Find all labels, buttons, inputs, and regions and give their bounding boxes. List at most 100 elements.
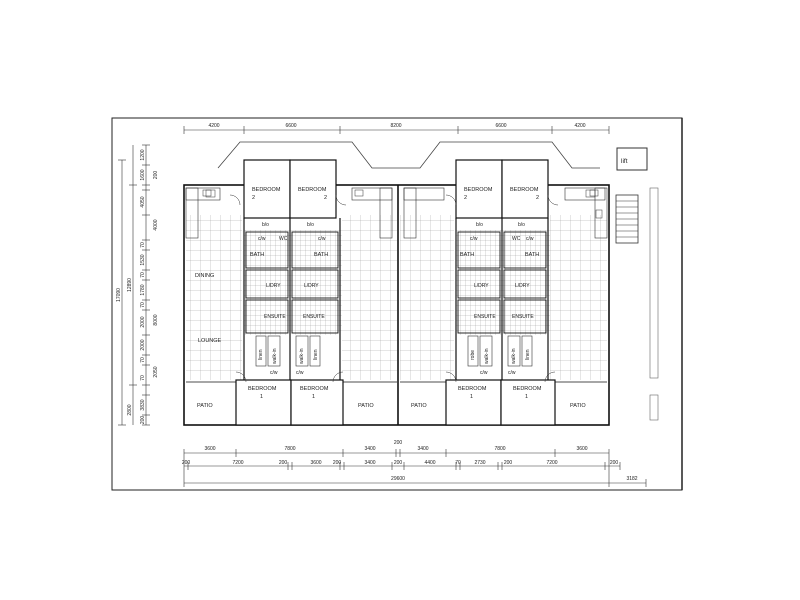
ensuite-d-label: ENSUITE [512, 314, 534, 320]
ensuite-b-label: ENSUITE [303, 314, 325, 320]
left-dim-2: 1600 [140, 169, 146, 180]
walkin-a: walk-in [272, 348, 278, 364]
lift-label: lift [621, 158, 628, 165]
bottom-r1-3: 3400 [364, 446, 375, 452]
bedroom2-b-num: 2 [324, 195, 327, 201]
bottom-r1-4: 3400 [417, 446, 428, 452]
top-dim-4: 6600 [495, 123, 506, 129]
bo-b: b/o [307, 222, 314, 228]
left-dim-13: 2000 [140, 339, 146, 350]
left-dimension-chain: 1200 1600 200 4050 4000 70 1530 70 1780 … [116, 144, 159, 426]
left-dim-7: 1530 [140, 254, 146, 265]
bottom-side: 3182 [626, 476, 637, 482]
bottom-r2-7: 200 [394, 460, 403, 466]
bottom-r1-1: 3600 [204, 446, 215, 452]
left-dim-18: 2800 [127, 404, 133, 415]
left-dim-10: 70 [140, 302, 146, 308]
patio-b-label: PATIO [358, 403, 374, 409]
left-dim-11: 2000 [140, 316, 146, 327]
ldry-c-label: L/DRY [474, 283, 489, 289]
patio-c-label: PATIO [411, 403, 427, 409]
left-dim-6: 70 [140, 242, 146, 248]
ensuite-c-label: ENSUITE [474, 314, 496, 320]
top-dim-3: 8200 [390, 123, 401, 129]
bo-c: b/o [476, 222, 483, 228]
wc-b: WC [512, 236, 521, 242]
cw-f: c/w [526, 236, 534, 242]
bo-a: b/o [262, 222, 269, 228]
bedroom2-d-num: 2 [536, 195, 539, 201]
bottom-r2-3: 200 [279, 460, 288, 466]
bath-d-label: BATH [525, 252, 539, 258]
bottom-dimension-chain: 3600 7800 3400 3400 7800 3600 200 200 72… [182, 440, 647, 487]
building-outline [183, 184, 610, 426]
top-dim-5: 4200 [574, 123, 585, 129]
ldry-b-label: L/DRY [304, 283, 319, 289]
bo-d: b/o [518, 222, 525, 228]
left-total-outer: 17090 [116, 288, 122, 302]
cw-g: c/w [480, 370, 488, 376]
bottom-r2-2: 7200 [232, 460, 243, 466]
bedroom2-d-label: BEDROOM [510, 187, 539, 193]
dining-a-label: DINING [195, 273, 214, 279]
left-dim-4: 4050 [140, 196, 146, 207]
bottom-r1-6: 3600 [576, 446, 587, 452]
left-dim-1: 1200 [140, 149, 146, 160]
cw-d: c/w [296, 370, 304, 376]
ldry-a-label: L/DRY [266, 283, 281, 289]
bedroom2-c-label: BEDROOM [464, 187, 493, 193]
left-dim-19: 200 [140, 416, 146, 425]
cw-a: c/w [258, 236, 266, 242]
bedroom1-a-num: 1 [260, 394, 263, 400]
top-dim-1: 4200 [208, 123, 219, 129]
bath-c-label: BATH [460, 252, 474, 258]
bottom-r2-13: 200 [610, 460, 619, 466]
left-dim-17: 3830 [140, 399, 146, 410]
bottom-r2-11: 200 [504, 460, 513, 466]
bedroom1-d-label: BEDROOM [513, 386, 542, 392]
bedroom1-d-num: 1 [525, 394, 528, 400]
left-dim-14: 70 [140, 357, 146, 363]
patio-d-label: PATIO [570, 403, 586, 409]
bath-a-label: BATH [250, 252, 264, 258]
bottom-r2-10: 2730 [474, 460, 485, 466]
left-dim-5: 4000 [153, 219, 159, 230]
bedroom2-c-num: 2 [464, 195, 467, 201]
bottom-r2-8: 4400 [424, 460, 435, 466]
linen-b: linen [313, 349, 319, 360]
apartment-block-left: BEDROOM 2 BEDROOM 2 b/o b/o c/w c/w WC B… [185, 159, 397, 426]
ldry-d-label: L/DRY [515, 283, 530, 289]
bedroom1-a-label: BEDROOM [248, 386, 277, 392]
left-total-inner: 12890 [127, 278, 133, 292]
cw-b: c/w [318, 236, 326, 242]
bottom-r2-4: 3600 [310, 460, 321, 466]
wc-a: WC [279, 236, 288, 242]
walkin-c: walk-in [484, 348, 490, 364]
bedroom1-c-num: 1 [470, 394, 473, 400]
bottom-r2-1: 200 [182, 460, 191, 466]
top-dimension-chain: 4200 6600 8200 6600 4200 [183, 123, 610, 134]
fridge-markers [205, 189, 596, 198]
bedroom1-b-label: BEDROOM [300, 386, 329, 392]
left-dim-9: 1780 [140, 284, 146, 295]
bottom-r2-9: 70 [455, 460, 461, 466]
left-dim-16: 70 [140, 375, 146, 381]
bedroom2-a-label: BEDROOM [252, 187, 281, 193]
bottom-r1-2: 7800 [284, 446, 295, 452]
lift-stair-core: lift [615, 147, 659, 421]
cw-c: c/w [270, 370, 278, 376]
bedroom2-b-label: BEDROOM [298, 187, 327, 193]
cw-e: c/w [470, 236, 478, 242]
bottom-mid: 200 [394, 440, 403, 446]
bedroom1-c-label: BEDROOM [458, 386, 487, 392]
robe-c: robe [470, 350, 476, 360]
walkin-b: walk-in [299, 348, 305, 364]
bedroom1-b-num: 1 [312, 394, 315, 400]
bottom-r2-12: 7200 [546, 460, 557, 466]
apartment-block-right: BEDROOM 2 BEDROOM 2 b/o b/o c/w c/w WC B… [400, 159, 608, 426]
walkin-d: walk-in [511, 348, 517, 364]
left-dim-15: 2050 [153, 366, 159, 377]
cw-h: c/w [508, 370, 516, 376]
sheet-frame [111, 117, 683, 491]
